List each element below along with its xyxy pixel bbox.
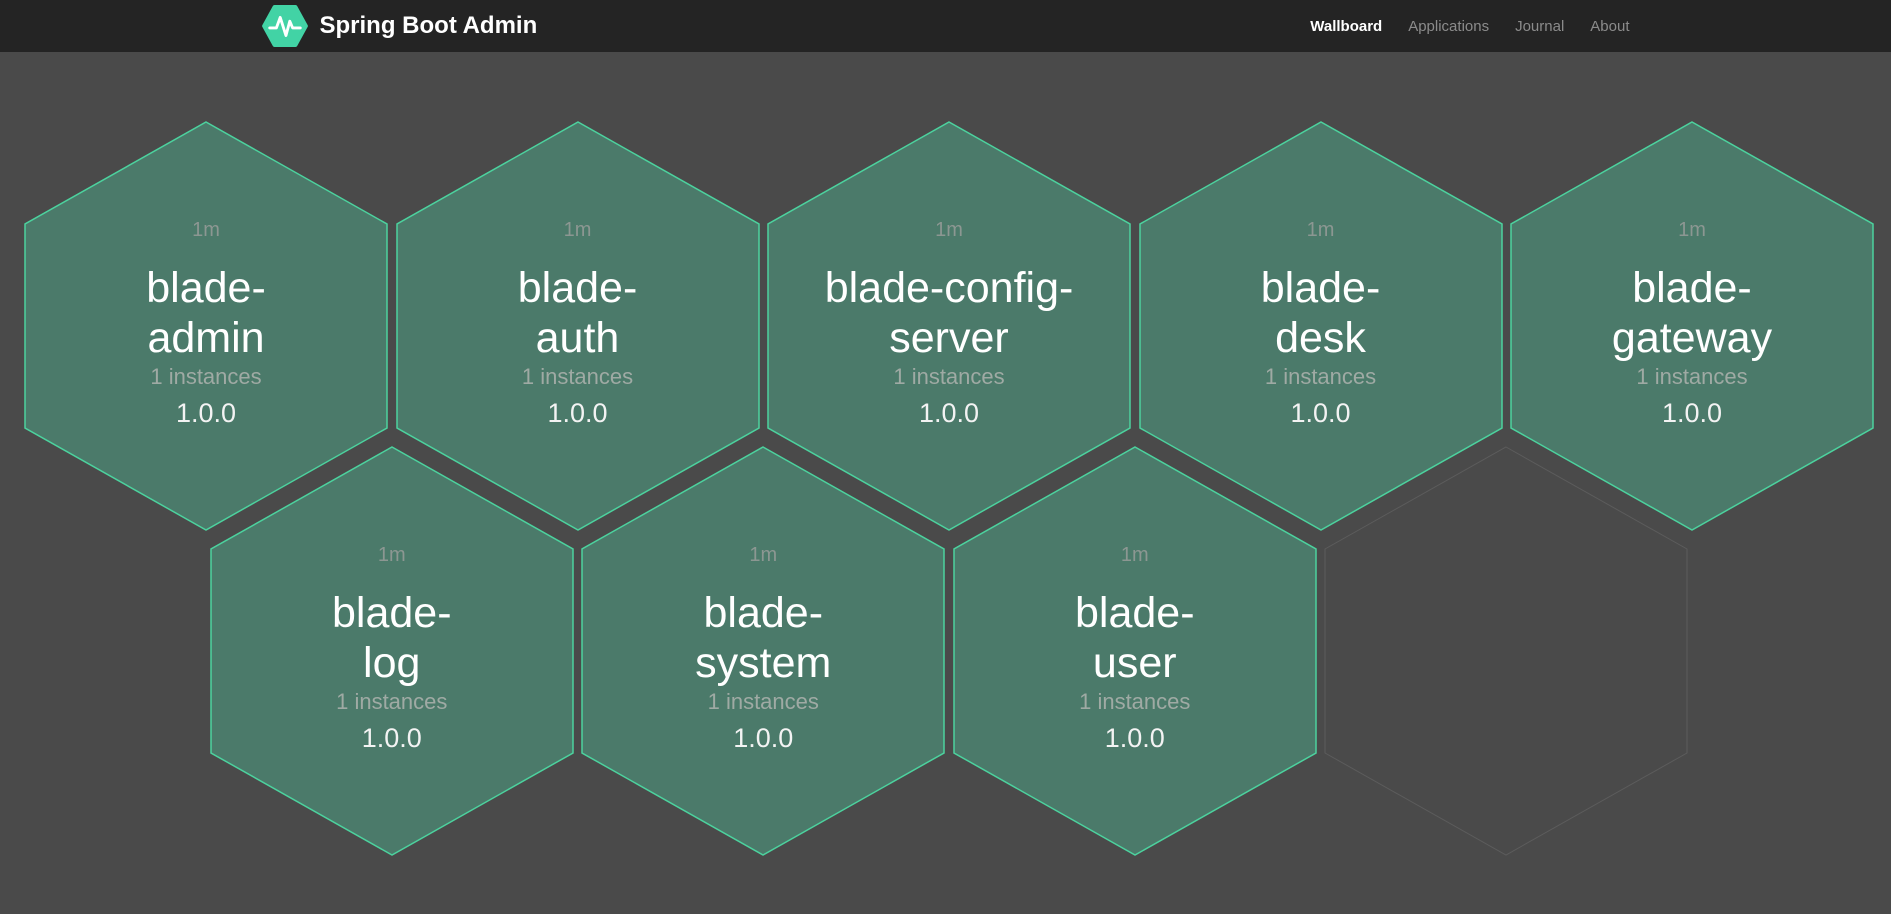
app-name-line: blade- [703, 589, 824, 637]
brand-link[interactable]: Spring Boot Admin [261, 5, 538, 47]
app-version: 1.0.0 [1104, 723, 1165, 753]
app-instances: 1 instances [1264, 364, 1377, 389]
hexagon-shape [1324, 446, 1688, 856]
header: Spring Boot Admin Wallboard Applications J… [0, 0, 1891, 52]
app-uptime: 1m [377, 544, 406, 566]
app-name-line: auth [535, 314, 620, 362]
hexagon-shape [395, 121, 760, 531]
app-version: 1.0.0 [733, 723, 794, 753]
hexagon-shape [767, 121, 1131, 531]
app-name: blade-admin [146, 263, 266, 363]
app-instances: 1 instances [336, 689, 448, 714]
app-instances: 1 instances [893, 364, 1005, 389]
app-instances: 1 instances [707, 689, 819, 714]
app-name-line: user [1092, 639, 1177, 687]
hexagon-shape [1138, 121, 1503, 531]
empty-hexagon [1324, 446, 1688, 856]
app-version: 1.0.0 [1290, 398, 1351, 428]
app-uptime: 1m [935, 219, 963, 241]
nav-item-applications[interactable]: Applications [1408, 17, 1490, 35]
app-version: 1.0.0 [547, 398, 608, 428]
app-instances: 1 instances [1079, 689, 1191, 714]
app-name-line: desk [1275, 314, 1366, 362]
app-version: 1.0.0 [918, 398, 980, 428]
app-version: 1.0.0 [1661, 398, 1723, 428]
app-name: blade-system [695, 588, 831, 688]
nav-item-wallboard[interactable]: Wallboard [1310, 17, 1383, 35]
app-name-line: server [889, 314, 1009, 362]
app-name: blade-log [332, 588, 452, 688]
hexagon-shape [953, 446, 1317, 856]
app-name-line: blade- [1074, 589, 1195, 637]
app-name-line: system [695, 639, 832, 687]
hexagon-shape [581, 446, 945, 856]
app-name-line: admin [147, 314, 265, 362]
app-name-line: blade- [517, 264, 638, 312]
app-version: 1.0.0 [361, 723, 422, 753]
app-name-line: blade- [331, 589, 452, 637]
pulse-hexagon-icon [261, 5, 308, 47]
app-name: blade-gateway [1612, 263, 1772, 363]
nav-item-journal[interactable]: Journal [1515, 17, 1565, 35]
header-inner: Spring Boot Admin Wallboard Applications J… [261, 0, 1630, 52]
app-uptime: 1m [192, 219, 220, 241]
app-name: blade-user [1075, 588, 1195, 688]
main-nav: Wallboard Applications Journal About [1310, 18, 1629, 35]
app-name-line: blade- [146, 264, 266, 312]
app-instances: 1 instances [1636, 364, 1748, 389]
app-instances: 1 instances [521, 364, 634, 389]
app-name-line: blade-config- [824, 264, 1074, 312]
app-name: blade-config-server [825, 263, 1074, 363]
app-uptime: 1m [1120, 544, 1149, 566]
brand-title: Spring Boot Admin [319, 12, 538, 39]
app-name: blade-auth [518, 263, 638, 363]
app-name-line: blade- [1632, 264, 1752, 312]
app-name-line: blade- [1260, 264, 1381, 312]
app-instances: 1 instances [150, 364, 262, 389]
app-name: blade-desk [1261, 263, 1381, 363]
app-uptime: 1m [749, 544, 778, 566]
nav-item-about[interactable]: About [1590, 17, 1630, 35]
app-uptime: 1m [563, 219, 592, 241]
hexagon-shape [24, 121, 388, 531]
app-version: 1.0.0 [175, 398, 237, 428]
hexagon-shape [1510, 121, 1874, 531]
app-uptime: 1m [1678, 219, 1706, 241]
app-name-line: gateway [1611, 314, 1773, 362]
app-name-line: log [363, 639, 421, 687]
app-uptime: 1m [1306, 219, 1335, 241]
hexagon-shape [210, 446, 574, 856]
